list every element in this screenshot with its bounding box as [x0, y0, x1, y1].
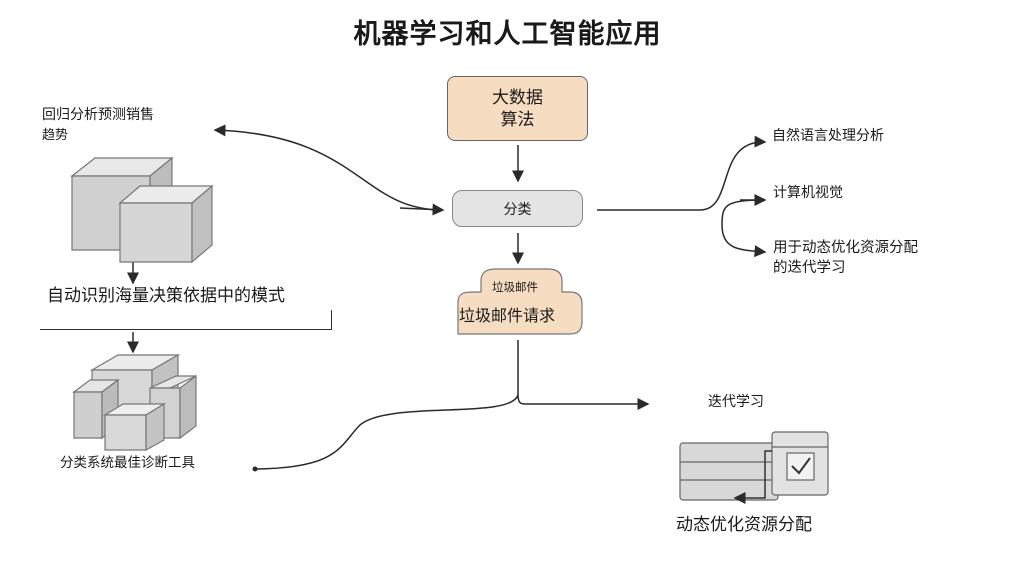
algo-line1: 大数据: [492, 87, 543, 108]
cube-cluster-icon: [72, 353, 197, 452]
curve-regression-classify: [213, 124, 444, 211]
cube-pair-icon: [70, 156, 214, 264]
curve-classify-to-nlp: [597, 135, 767, 211]
nlp-label: 自然语言处理分析: [772, 128, 884, 144]
curve-cv-branch: [721, 199, 767, 258]
algo-line2: 算法: [500, 109, 535, 130]
regression-label: 回归分析预测销售: [42, 107, 154, 123]
classification-node: 分类: [452, 190, 583, 227]
resource-opt-label-line1: 用于动态优化资源分配: [773, 240, 918, 256]
iterative-learning-label: 迭代学习: [708, 394, 764, 410]
dynamic-allocation-label: 动态优化资源分配: [676, 515, 812, 535]
computer-vision-label: 计算机视觉: [773, 185, 843, 201]
diagnosis-dot: [252, 466, 258, 472]
resource-opt-label-line2: 的迭代学习: [773, 260, 846, 276]
diagram-title: 机器学习和人工智能应用: [353, 19, 662, 50]
diagnosis-tool-label: 分类系统最佳诊断工具: [60, 455, 195, 471]
spam-cloud-shape: [457, 268, 583, 335]
line-spam-down: [517, 340, 650, 410]
arrow-into-classify: [399, 203, 445, 216]
big-data-algorithm-node: 大数据 算法: [447, 76, 588, 141]
pattern-recognition-label: 自动识别海量决策依据中的模式: [47, 286, 285, 306]
window-check-icon: [679, 431, 829, 504]
spam-small-label: 垃圾邮件: [492, 280, 538, 294]
curve-spam-to-diagnosis: [254, 394, 519, 470]
spam-request-label: 垃圾邮件请求: [459, 306, 556, 325]
regression-label-line2: 趋势: [42, 128, 69, 143]
pattern-underline: [40, 310, 332, 330]
